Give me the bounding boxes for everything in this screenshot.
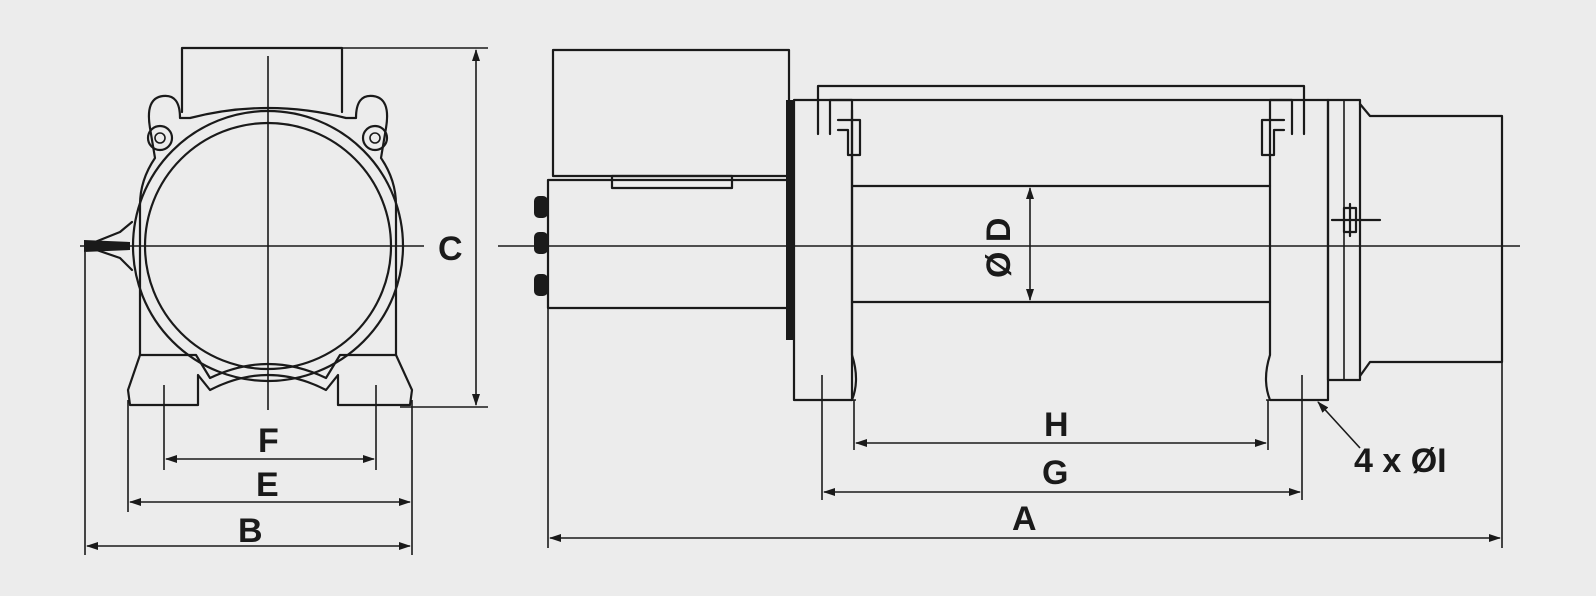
lug-right [361,124,389,152]
front-view: Ø D H G A 4 x ØI [498,48,1520,548]
motor-body [546,178,792,310]
drum-end-right [1264,98,1330,402]
label-h: H [1044,406,1069,444]
label-mounting-holes: 4 x ØI [1354,442,1447,480]
label-b: B [238,512,263,550]
lug-left [146,124,174,152]
label-e: E [256,466,279,504]
label-d: Ø D [980,218,1018,278]
end-view: C F E B [80,46,488,555]
label-c: C [438,230,463,268]
drum-end-left [792,98,858,402]
label-a: A [1012,500,1037,538]
label-f: F [258,422,279,460]
gearbox [1358,102,1504,378]
control-box [551,48,791,178]
motor-flange [786,100,794,340]
foot-left [126,353,414,407]
tie-bar [816,84,1306,136]
label-g: G [1042,454,1068,492]
